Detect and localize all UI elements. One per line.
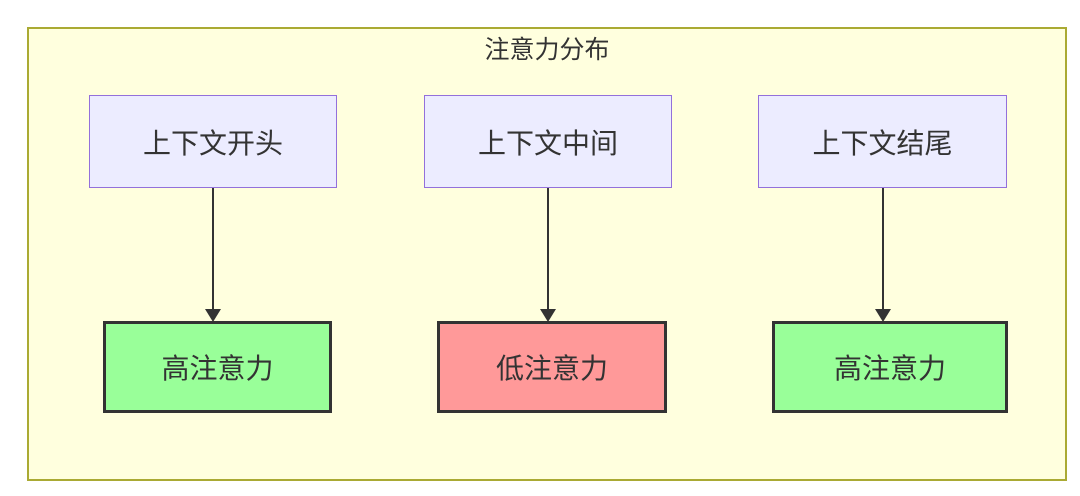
result-node-label: 高注意力 [833,353,946,384]
source-node: 上下文结尾 [758,95,1007,188]
arrow-head-icon [205,309,221,322]
source-node-label: 上下文结尾 [812,127,953,159]
result-node-label: 高注意力 [161,353,274,384]
result-node: 高注意力 [103,321,332,413]
result-node: 高注意力 [772,321,1008,413]
diagram-title: 注意力分布 [484,36,610,64]
arrow-line [882,188,884,310]
result-node-label: 低注意力 [495,353,608,384]
arrow-line [212,188,214,310]
arrow-head-icon [540,309,556,322]
source-node-label: 上下文开头 [142,127,283,159]
source-node-label: 上下文中间 [477,127,618,159]
arrow-head-icon [875,309,891,322]
attention-distribution-diagram: 注意力分布 上下文开头 高注意力 上下文中间 低注意力 上下文结尾 高注意力 [27,27,1067,481]
source-node: 上下文开头 [89,95,337,188]
source-node: 上下文中间 [424,95,672,188]
arrow-line [547,188,549,310]
result-node: 低注意力 [437,321,667,413]
